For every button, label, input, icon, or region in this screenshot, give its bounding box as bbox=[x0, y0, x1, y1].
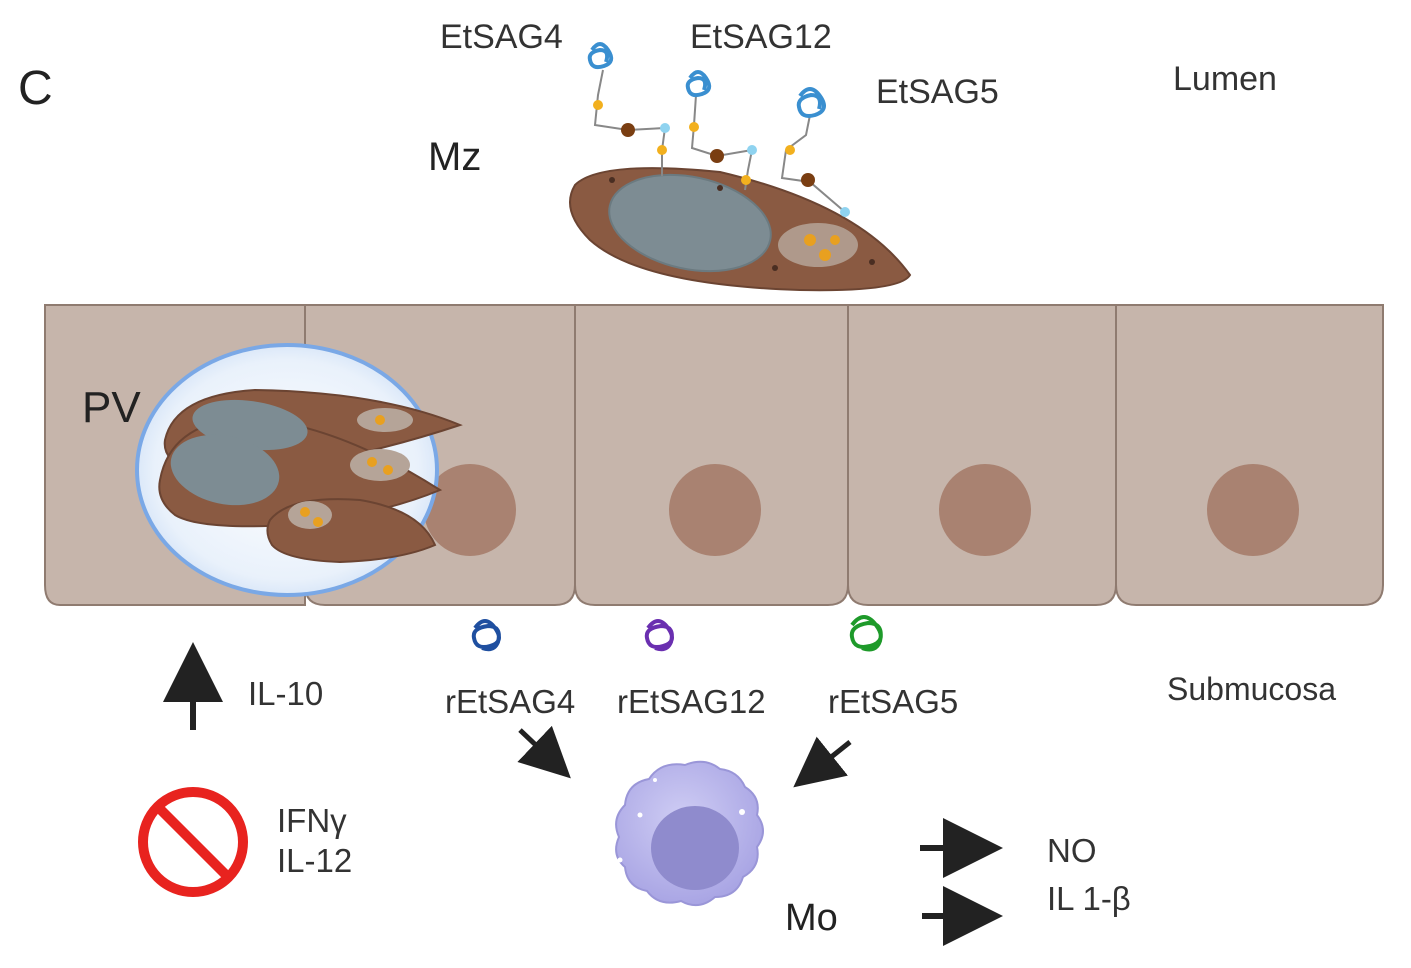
vacuole-organelles bbox=[350, 449, 410, 481]
granule bbox=[745, 877, 751, 883]
surface-pit bbox=[869, 259, 875, 265]
vacuole-parasite-nucleus bbox=[170, 434, 280, 506]
surface-pit bbox=[772, 265, 778, 271]
antigen-label-etsag5: EtSAG5 bbox=[876, 73, 999, 111]
recombinant-protein-etsag4: rEtSAG4 bbox=[445, 619, 575, 720]
recombinant-label: rEtSAG5 bbox=[828, 683, 958, 720]
organelle-dot bbox=[819, 249, 831, 261]
cell-nucleus bbox=[424, 464, 516, 556]
granule bbox=[617, 857, 623, 863]
monocyte bbox=[615, 760, 764, 911]
antigen-label-etsag12: EtSAG12 bbox=[690, 18, 832, 56]
merozoite-label: Mz bbox=[428, 135, 481, 179]
arrow-to-monocyte-right bbox=[793, 736, 852, 788]
vacuole-label: PV bbox=[82, 383, 141, 432]
merozoite-apical-organelles bbox=[778, 223, 858, 267]
recombinant-protein-etsag12: rEtSAG12 bbox=[617, 619, 766, 720]
submucosa-label: Submucosa bbox=[1167, 671, 1336, 707]
granule bbox=[702, 905, 708, 911]
organelle-dot bbox=[313, 517, 323, 527]
arrow-to-monocyte-left bbox=[517, 725, 571, 779]
etsag5-anchor bbox=[780, 87, 850, 217]
granule bbox=[739, 809, 745, 815]
monocyte-label: Mo bbox=[785, 897, 838, 939]
monocyte-nucleus bbox=[651, 806, 739, 890]
protein-coil-icon bbox=[849, 615, 883, 652]
cell-nucleus bbox=[1207, 464, 1299, 556]
cell-nucleus bbox=[939, 464, 1031, 556]
ifng-label: IFNγ bbox=[277, 802, 347, 839]
organelle-dot bbox=[300, 507, 310, 517]
output-no-label: NO bbox=[1047, 832, 1097, 869]
organelle-dot bbox=[804, 234, 816, 246]
panel-label: C bbox=[18, 62, 53, 115]
recombinant-protein-etsag5: rEtSAG5 bbox=[828, 615, 958, 720]
il10-label: IL-10 bbox=[248, 675, 323, 712]
organelle-dot bbox=[375, 415, 385, 425]
lumen-label: Lumen bbox=[1173, 60, 1277, 98]
epithelial-cell bbox=[847, 304, 1117, 606]
merozoite bbox=[569, 167, 912, 292]
organelle-dot bbox=[830, 235, 840, 245]
merozoite-nucleus bbox=[608, 173, 772, 273]
organelle-dot bbox=[383, 465, 393, 475]
granule bbox=[653, 778, 657, 782]
output-il1b-label: IL 1-β bbox=[1047, 880, 1131, 917]
antigen-label-etsag4: EtSAG4 bbox=[440, 18, 563, 56]
etsag4-anchor bbox=[587, 42, 670, 176]
recombinant-label: rEtSAG4 bbox=[445, 683, 575, 720]
parasitophorous-vacuole bbox=[135, 343, 463, 597]
etsag12-anchor bbox=[685, 70, 757, 191]
surface-pit bbox=[717, 185, 723, 191]
epithelial-cell bbox=[574, 304, 849, 606]
epithelial-cell bbox=[1115, 304, 1384, 606]
vacuole-organelles bbox=[288, 501, 332, 529]
recombinant-label: rEtSAG12 bbox=[617, 683, 766, 720]
il12-label: IL-12 bbox=[277, 842, 352, 879]
prohibited-icon bbox=[138, 787, 248, 897]
surface-antigens bbox=[587, 42, 850, 217]
protein-coil-icon bbox=[471, 619, 501, 652]
protein-coil-icon bbox=[644, 619, 674, 652]
granule bbox=[637, 812, 643, 818]
cell-nucleus bbox=[669, 464, 761, 556]
surface-pit bbox=[609, 177, 615, 183]
organelle-dot bbox=[367, 457, 377, 467]
